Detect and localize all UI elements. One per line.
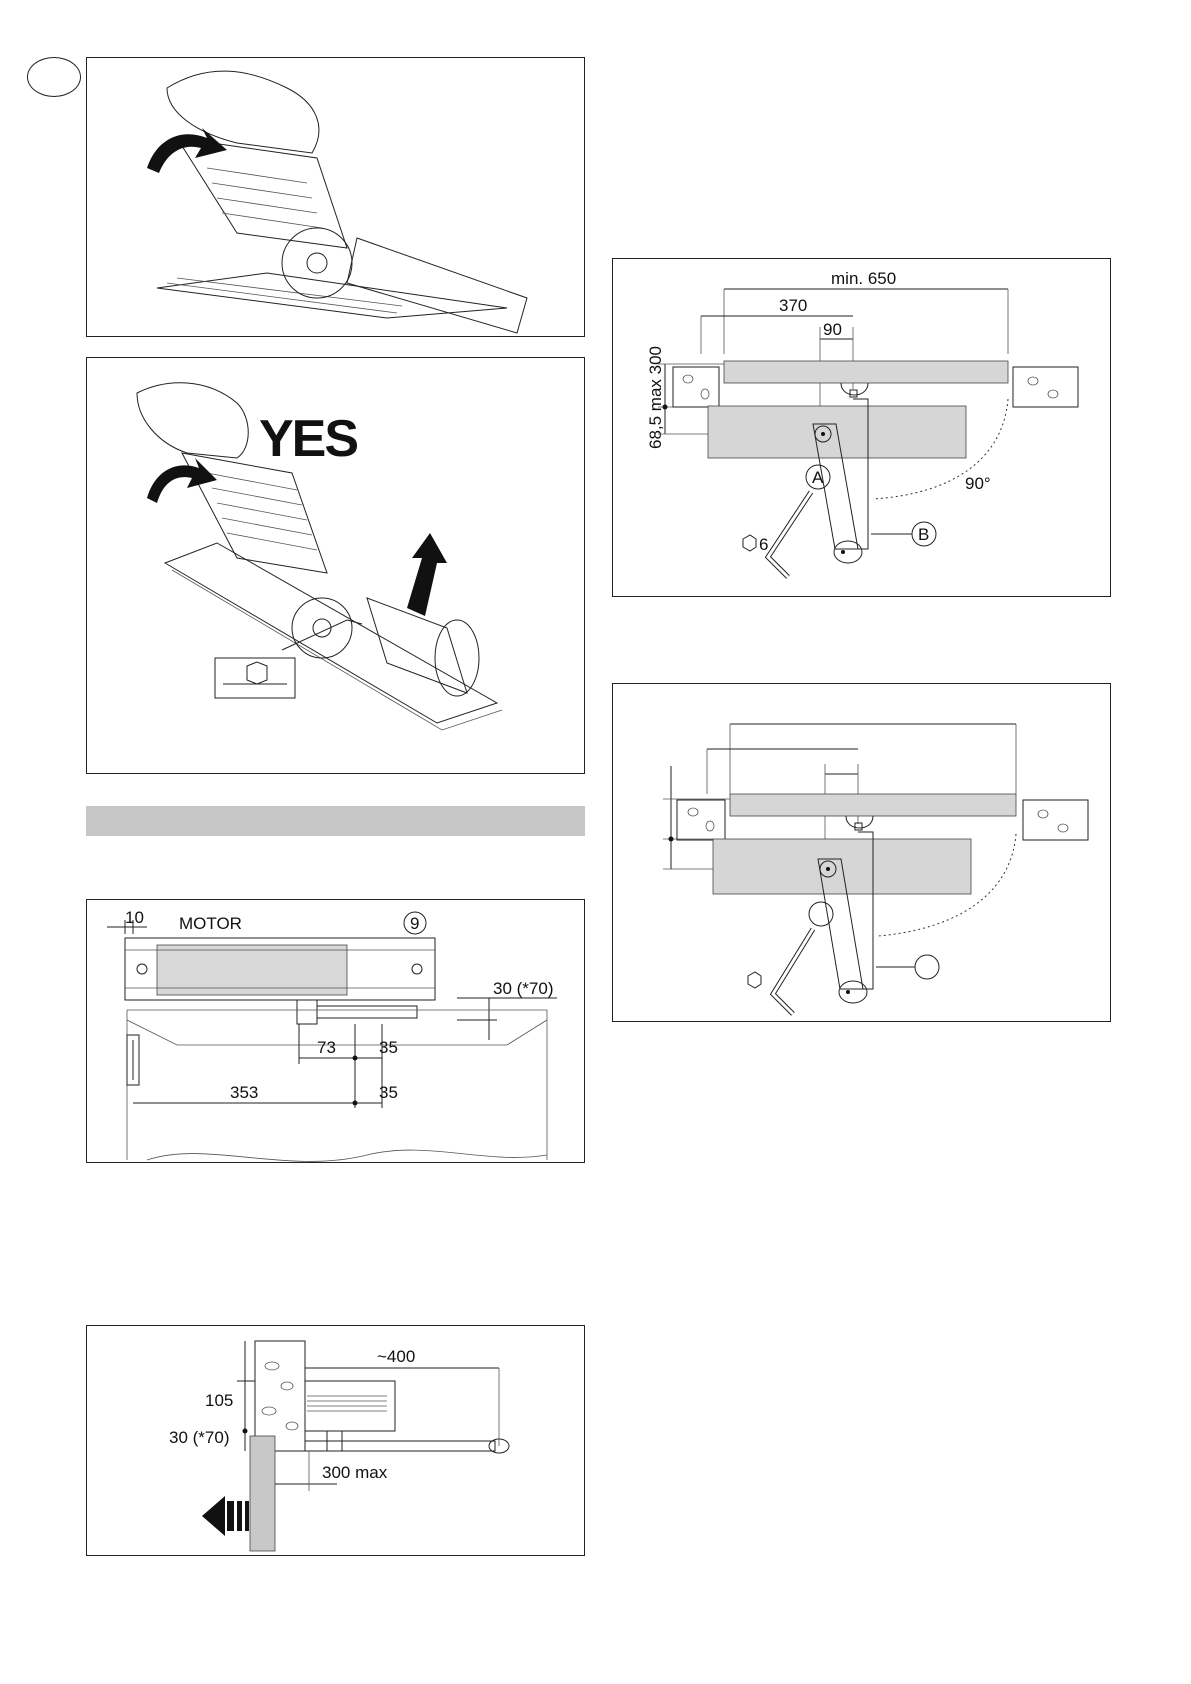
label-A: A: [812, 468, 824, 487]
dim-73: 73: [317, 1038, 336, 1057]
figure-side-section: ~400 105 30 (*70) 300 max: [86, 1325, 585, 1556]
dim-35-upper: 35: [379, 1038, 398, 1057]
figure-lift-unit: [86, 57, 585, 337]
figure-arm-top: min. 650 370 90 68,5 max 300: [612, 258, 1111, 597]
figure-arm-bottom: [612, 683, 1111, 1022]
dim-10: 10: [125, 908, 144, 927]
motor-label: MOTOR: [179, 914, 242, 933]
dim-353: 353: [230, 1083, 258, 1102]
angle-90: 90°: [965, 474, 991, 493]
dim-vertical: 68,5 max 300: [646, 346, 665, 449]
dim-400: ~400: [377, 1347, 415, 1366]
section-heading-bar: [86, 806, 585, 836]
dim-105: 105: [205, 1391, 233, 1410]
dim-35-lower: 35: [379, 1083, 398, 1102]
dim-90: 90: [823, 320, 842, 339]
dim-300max: 300 max: [322, 1463, 388, 1482]
callout-9: 9: [410, 914, 419, 933]
dim-min650: min. 650: [831, 269, 896, 288]
dim-30: 30 (*70): [493, 979, 553, 998]
figure-yes-lift-motor: YES: [86, 357, 585, 774]
figure-motor-dimensions: 10 MOTOR 9 30 (*70) 73 35: [86, 899, 585, 1163]
dim-370: 370: [779, 296, 807, 315]
page-marker-circle: [27, 57, 81, 97]
dim-30-side: 30 (*70): [169, 1428, 229, 1447]
hex-6: 6: [759, 535, 768, 554]
label-B: B: [918, 525, 929, 544]
yes-label: YES: [259, 410, 357, 468]
